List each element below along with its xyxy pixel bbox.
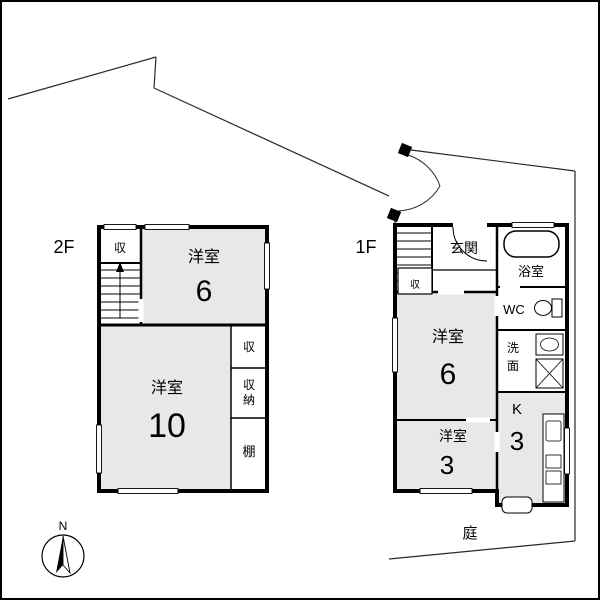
stairs-icon-2f [100,262,140,319]
label-1f-entrance: 玄関 [450,240,478,256]
label-1f-closet: 収 [410,279,420,291]
closet-1f-box [397,267,433,295]
floor-2f-label: 2F [53,237,74,257]
kitchen-counter-icon [542,413,565,503]
room-2f-yoshitsu10 [99,325,231,491]
window-icon [511,222,555,228]
window-icon [103,224,137,230]
label-2f-room10-name: 洋室 [151,379,183,397]
label-1f-room6-size: 6 [440,358,457,391]
room-1f-yoshitsu3 [395,420,497,491]
room-2f-closet-top [99,227,141,263]
entrance-door-opening [453,222,487,228]
label-1f-room3-name: 洋室 [439,428,467,444]
label-1f-bathroom: 浴室 [518,264,544,279]
room-2f-storage-column [231,325,267,491]
walls-1f-outer [393,223,569,507]
compass-north-label: N [59,519,68,533]
compass-icon: N [41,519,85,578]
label-1f-washroom-2: 面 [507,359,519,373]
label-2f-closet-top: 収 [114,241,126,255]
label-1f-washroom-1: 洗 [507,341,519,355]
washer-pan-icon [535,358,564,389]
label-2f-shelf: 棚 [242,444,255,459]
window-icon [264,242,270,290]
label-1f-wc: WC [503,302,525,317]
door-swing-icon [452,226,488,262]
label-1f-room6-name: 洋室 [432,328,464,346]
label-2f-room10-size: 10 [148,407,186,445]
floor-2f: 2F [53,224,270,494]
label-2f-room6-name: 洋室 [188,248,220,266]
room-2f-yoshitsu6 [141,227,267,325]
door-openings-1f [438,284,520,452]
window-icon [96,424,102,474]
label-1f-kitchen: K [512,401,522,418]
room-1f-genkan [432,225,497,292]
label-2f-storage-2: 納 [243,393,255,407]
garden-label: 庭 [462,525,477,542]
window-icon [117,488,179,494]
floor-1f-label: 1F [355,237,376,257]
sink-icon [535,333,564,356]
label-2f-closet-right: 収 [243,340,255,354]
window-icon [564,427,570,475]
toilet-icon [534,298,563,318]
window-icon [144,224,190,230]
entry-step-icon [501,496,533,514]
gate-icon [386,142,441,223]
label-2f-room6-size: 6 [196,275,213,308]
label-1f-kitchen-size: 3 [510,426,524,456]
windows-2f [96,224,270,494]
door-opening-2f [138,299,144,322]
bathtub-icon [503,230,560,258]
label-1f-room3-size: 3 [440,450,454,480]
window-icon [392,317,398,373]
label-2f-storage-1: 収 [243,378,255,392]
room-1f-yoshitsu6 [395,292,497,420]
window-icon [419,488,473,494]
floor-1f: 1F [355,222,570,514]
